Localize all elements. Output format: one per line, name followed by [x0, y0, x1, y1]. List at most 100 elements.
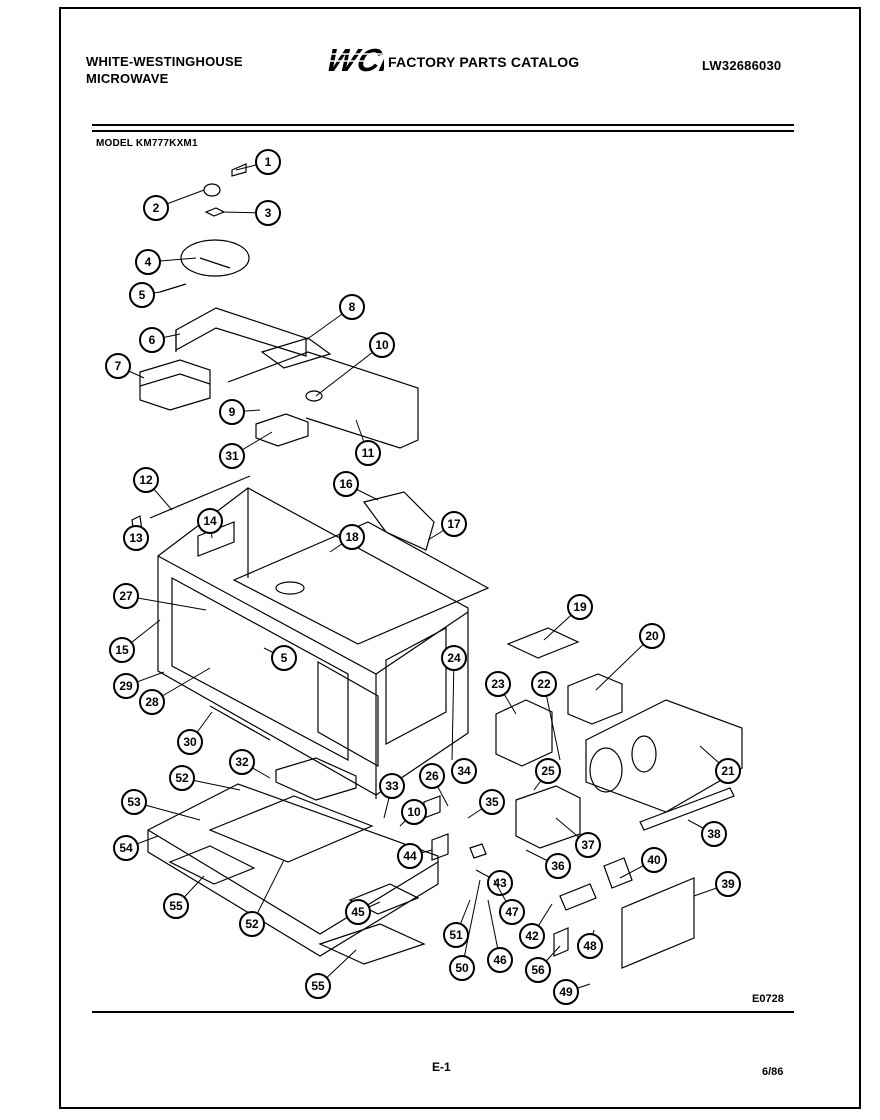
callout-circle [443, 922, 469, 948]
callout-label: 35 [485, 795, 499, 809]
part-2 [203, 183, 221, 197]
callout-circle [451, 758, 477, 784]
callout-circle [113, 835, 139, 861]
callout-5: 5 [129, 282, 161, 308]
part-20-cover [567, 673, 623, 725]
callout-circle [239, 911, 265, 937]
callout-14: 14 [197, 508, 223, 539]
callout-circle [487, 947, 513, 973]
part-31-bracket [255, 413, 309, 447]
callout-25: 25 [533, 758, 561, 791]
part-39-plate [621, 877, 695, 969]
callout-8: 8 [305, 294, 365, 341]
model-number: MODEL KM777KXM1 [96, 138, 198, 149]
callout-circle [355, 440, 381, 466]
callout-31: 31 [219, 431, 273, 469]
part-11-bracket [227, 351, 419, 449]
callout-26: 26 [419, 763, 449, 807]
part-14-plate [197, 521, 235, 557]
callout-label: 8 [349, 300, 356, 314]
callout-label: 33 [385, 779, 399, 793]
catalog-title: FACTORY PARTS CATALOG [388, 54, 580, 70]
callout-circle [577, 933, 603, 959]
callout-12: 12 [133, 467, 173, 511]
callout-55: 55 [163, 875, 205, 919]
callout-16: 16 [333, 471, 379, 501]
callout-circle [305, 973, 331, 999]
callout-circle [575, 832, 601, 858]
callout-circle [499, 899, 525, 925]
callout-37: 37 [555, 817, 601, 858]
callout-circle [219, 399, 245, 425]
callout-29: 29 [113, 671, 165, 699]
callout-24: 24 [441, 645, 467, 761]
callout-circle [641, 847, 667, 873]
callout-label: 25 [541, 764, 555, 778]
callout-circle [441, 511, 467, 537]
callout-circle [135, 249, 161, 275]
callout-54: 54 [113, 835, 159, 861]
callout-circle [401, 799, 427, 825]
callout-circle [519, 923, 545, 949]
part-24-panel [317, 660, 379, 768]
callout-9: 9 [219, 399, 261, 425]
part-52-base [147, 783, 439, 957]
callout-circle [479, 789, 505, 815]
callout-circle [525, 957, 551, 983]
callout-label: 55 [311, 979, 325, 993]
callout-42: 42 [519, 903, 553, 949]
callout-label: 28 [145, 695, 159, 709]
callout-label: 49 [559, 985, 573, 999]
callout-leader [315, 344, 383, 397]
callout-circle [197, 508, 223, 534]
callout-19: 19 [543, 594, 593, 641]
part-4-hub [199, 257, 231, 269]
callout-label: 54 [119, 841, 133, 855]
part-56-bracket [553, 927, 569, 957]
callout-circle [121, 789, 147, 815]
callout-circle [133, 467, 159, 493]
part-10-fastener [305, 390, 323, 402]
part-18-top-panel [232, 521, 490, 645]
callout-circle [177, 729, 203, 755]
callout-circle [535, 758, 561, 784]
part-16-17-bracket [362, 491, 435, 551]
callout-55: 55 [305, 949, 357, 999]
callout-10: 10 [399, 799, 427, 827]
callout-circle [639, 623, 665, 649]
callout-circle [139, 689, 165, 715]
callout-label: 47 [505, 905, 519, 919]
callout-52: 52 [239, 859, 285, 937]
callout-34: 34 [451, 758, 477, 784]
callout-circle [379, 773, 405, 799]
callout-label: 4 [145, 255, 152, 269]
callout-circle [531, 671, 557, 697]
callout-label: 2 [153, 201, 160, 215]
callout-label: 39 [721, 877, 735, 891]
callout-label: 48 [583, 939, 597, 953]
callout-label: 3 [265, 206, 272, 220]
callout-label: 45 [351, 905, 365, 919]
callout-label: 31 [225, 449, 239, 463]
callout-circle [441, 645, 467, 671]
callout-circle [129, 282, 155, 308]
callout-label: 50 [455, 961, 469, 975]
part-40-fan [603, 857, 633, 889]
callout-52: 52 [169, 765, 241, 791]
callout-label: 42 [525, 929, 539, 943]
catalog-number: LW32686030 [702, 58, 782, 73]
wci-logo: WCI [323, 42, 384, 76]
callout-label: 13 [129, 531, 143, 545]
callout-39: 39 [693, 871, 741, 897]
callout-leader [451, 657, 455, 761]
part-55-filter-a [168, 845, 256, 885]
callout-circle [113, 583, 139, 609]
callout-label: 36 [551, 859, 565, 873]
callout-circle [397, 843, 423, 869]
part-6-cover [175, 307, 307, 357]
callout-label: 10 [407, 805, 421, 819]
callout-label: 20 [645, 629, 659, 643]
callout-21: 21 [699, 745, 741, 784]
callout-51: 51 [443, 899, 471, 948]
